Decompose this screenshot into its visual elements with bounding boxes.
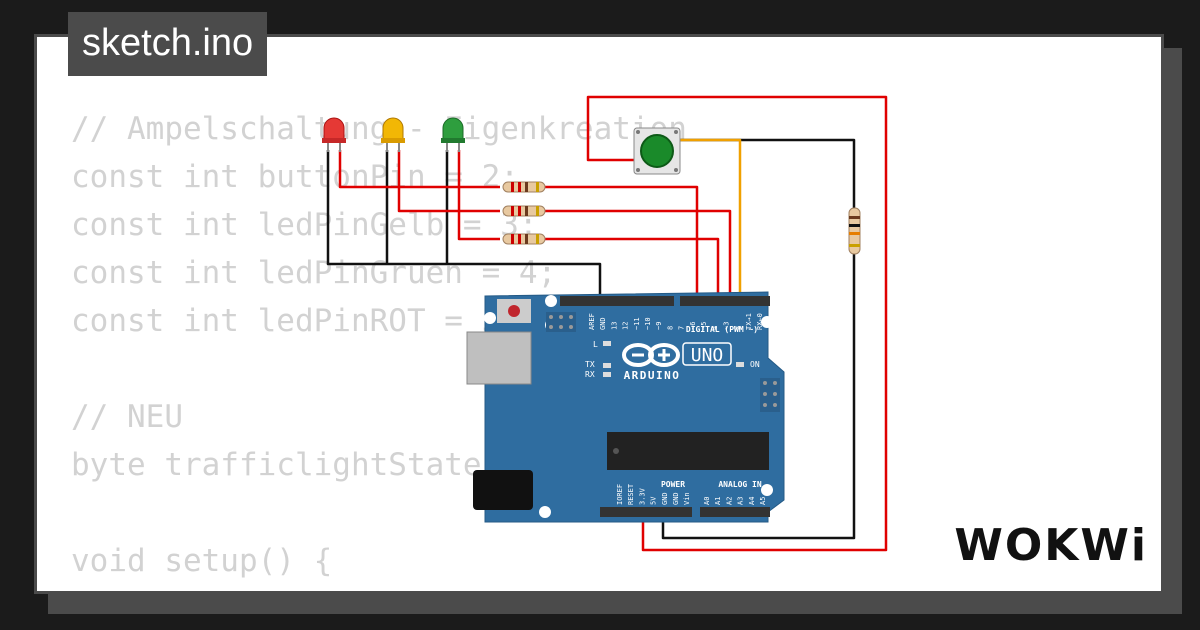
pin-label: ~5 — [700, 322, 708, 330]
pin-label: 5V — [650, 496, 658, 505]
pin-label: 7 — [678, 326, 686, 330]
wire-gnd-button — [661, 138, 856, 540]
pin-label: Vin — [683, 492, 691, 505]
analog-label: ANALOG IN — [718, 480, 762, 489]
code-line: void setup() { — [71, 543, 333, 579]
resistor-green — [502, 233, 546, 245]
pin-tx-label: TX — [585, 360, 595, 369]
code-line: const int buttonPin = 2; — [71, 159, 519, 195]
wire-yellow-led — [397, 150, 500, 213]
pin-label: A4 — [748, 497, 756, 505]
led-red[interactable] — [322, 117, 346, 152]
pin-label: 13 — [610, 322, 618, 330]
board-model: UNO — [691, 345, 724, 366]
pin-label: GND — [672, 492, 680, 505]
pin-label: A3 — [737, 497, 745, 505]
wokwi-logo: WOKWi — [954, 520, 1148, 571]
pin-label: RESET — [627, 483, 635, 505]
pin-label: ~11 — [633, 317, 641, 330]
pin-label: A1 — [714, 497, 722, 505]
pin-label: RX←0 — [756, 313, 764, 330]
wire-red-led — [338, 150, 500, 189]
pin-on-label: ON — [750, 360, 760, 369]
led-green[interactable] — [441, 117, 465, 152]
power-jack — [473, 470, 533, 510]
pin-label: 4 — [711, 326, 719, 330]
resistor-pulldown — [848, 207, 861, 255]
code-line: // NEU — [71, 399, 183, 435]
pin-label: AREF — [588, 313, 596, 330]
code-line: const int ledPinGelb = 3; — [71, 207, 538, 243]
pin-label: ~6 — [689, 322, 697, 330]
board-brand: ARDUINO — [624, 369, 681, 382]
arduino-infinity-icon — [622, 343, 680, 367]
pin-label: IOREF — [616, 484, 624, 505]
pin-label: GND — [599, 317, 607, 330]
pin-label: A2 — [725, 497, 733, 505]
microcontroller-chip — [607, 432, 769, 470]
pin-label: A0 — [703, 497, 711, 505]
pin-label: ~9 — [655, 322, 663, 330]
pin-label: 3.3V — [638, 487, 646, 505]
pin-label: ~10 — [644, 317, 652, 330]
led-yellow[interactable] — [381, 117, 405, 152]
code-line: const int ledPinGruen = 4; — [71, 255, 557, 291]
pin-label: 8 — [666, 326, 674, 330]
usb-port — [466, 331, 532, 385]
power-label: POWER — [661, 480, 685, 489]
pin-label: ~3 — [722, 322, 730, 330]
pin-label: TX→1 — [745, 313, 753, 330]
resistor-red — [502, 181, 546, 193]
wire-gnd-red — [326, 150, 602, 300]
pin-label: A5 — [759, 497, 767, 505]
wire-green-led — [457, 150, 500, 241]
reset-button[interactable] — [508, 305, 520, 317]
resistor-yellow — [502, 205, 546, 217]
wire-red-pin — [544, 185, 699, 300]
pin-label: 2 — [734, 326, 742, 330]
file-tab[interactable]: sketch.ino — [68, 12, 268, 76]
pin-rx-label: RX — [585, 370, 595, 379]
push-button[interactable] — [633, 127, 681, 175]
digital-label: DIGITAL (PWM ~) — [686, 325, 758, 334]
pin-label: 12 — [622, 322, 630, 330]
arduino-board — [466, 291, 785, 523]
wire-yellow-pin — [544, 209, 732, 300]
pin-label: GND — [661, 492, 669, 505]
pin-l-label: L — [593, 340, 598, 349]
wire-green-pin — [544, 237, 720, 300]
wire-5v — [586, 95, 888, 552]
wire-button-pin2 — [680, 138, 742, 300]
